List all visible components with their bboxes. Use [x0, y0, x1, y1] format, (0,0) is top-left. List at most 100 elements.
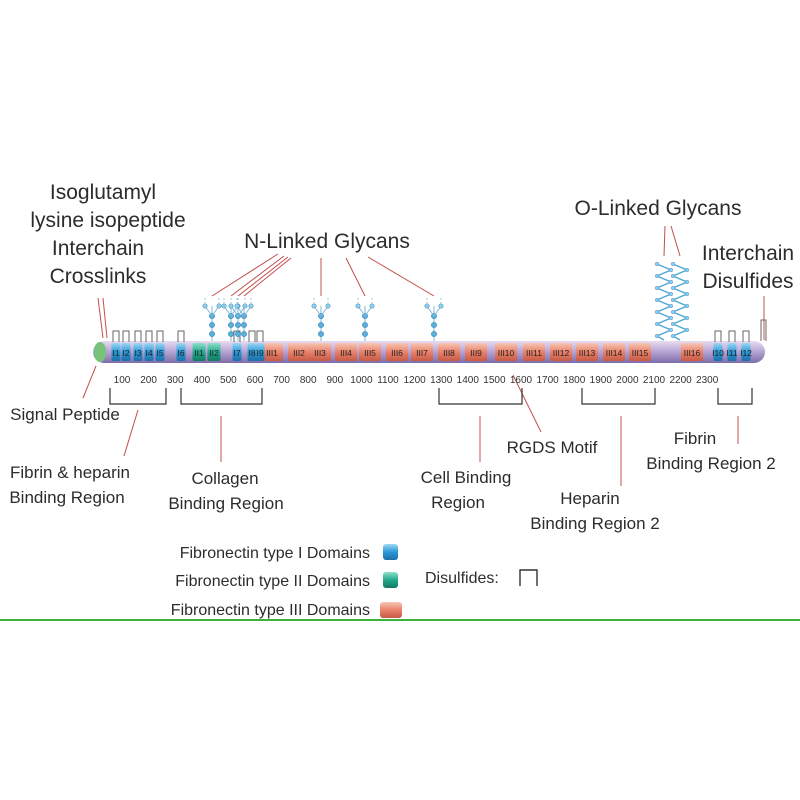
n-glycan: [424, 298, 444, 341]
o-glycan-chain: [655, 262, 674, 341]
domain-i7: [232, 343, 242, 361]
disulfide-loop: [233, 330, 241, 342]
domain-label-iii8: III8: [443, 348, 455, 358]
region-brackets: [109, 388, 753, 405]
domain-i10: [713, 343, 723, 361]
heparin2-label-line1: Heparin: [560, 489, 620, 508]
glycan-layer: [202, 262, 690, 341]
scale-tick-2300: 2300: [696, 375, 719, 386]
domain-iii13: [576, 343, 598, 361]
domain-iii16: [681, 343, 703, 361]
fibrin-heparin-label-line1: Fibrin & heparin: [10, 463, 130, 482]
fibrin2-label-line1: Fibrin: [674, 429, 717, 448]
domain-iii1: [261, 343, 283, 361]
disulfide-loop: [248, 330, 256, 342]
domain-label-iii15: III15: [632, 348, 649, 358]
domain-i4: [144, 343, 154, 361]
scale-tick-1800: 1800: [563, 375, 586, 386]
disulfide-loop: [122, 330, 130, 342]
n-glycan: [228, 298, 248, 341]
scale-tick-1100: 1100: [377, 375, 399, 386]
cell-binding-label-line2: Region: [431, 493, 485, 512]
scale-tick-900: 900: [326, 375, 343, 386]
disulfide-loop: [112, 330, 120, 342]
legend-disulfides-label: Disulfides:: [425, 570, 499, 587]
domain-iii3: [309, 343, 331, 361]
domain-label-iii3: III3: [314, 348, 326, 358]
scale-tick-1700: 1700: [536, 375, 559, 386]
disulfide-loop: [714, 330, 722, 342]
domain-label-ii1: II1: [194, 348, 204, 358]
disulfide-loop: [145, 330, 153, 342]
domain-iii11: [523, 343, 545, 361]
domain-label-iii10: III10: [498, 348, 515, 358]
scale-tick-1400: 1400: [457, 375, 480, 386]
isopeptide-label-line1: Isoglutamyl: [50, 181, 156, 204]
collagen-label-line1: Collagen: [191, 469, 258, 488]
domain-iii5: [359, 343, 381, 361]
disulfide-loop: [134, 330, 142, 342]
scale-tick-1600: 1600: [510, 375, 533, 386]
domain-i9: [255, 343, 265, 361]
domain-iii15: [629, 343, 651, 361]
domain-label-iii2: III2: [293, 348, 305, 358]
domain-label-iii16: III16: [684, 348, 701, 358]
domain-label-iii11: III11: [526, 348, 542, 358]
interchain-disulfide: [760, 319, 767, 341]
fibrin2-label-line2: Binding Region 2: [646, 454, 775, 473]
o-glycan-chain: [671, 262, 690, 341]
disulfide-loop: [156, 330, 164, 342]
domain-label-i9: I9: [256, 348, 263, 358]
domain-label-i2: I2: [122, 348, 129, 358]
domain-i8: [247, 343, 257, 361]
legend-type3-swatch: [380, 602, 402, 618]
domain-iii10: [495, 343, 517, 361]
scale-tick-200: 200: [140, 375, 157, 386]
n-glycan: [202, 298, 222, 341]
domain-label-i7: I7: [233, 348, 240, 358]
legend-type3-label: Fibronectin type III Domains: [171, 602, 370, 619]
domain-label-i8: I8: [248, 348, 255, 358]
scale-tick-2100: 2100: [643, 375, 666, 386]
disulfide-layer: [112, 319, 767, 342]
domain-label-ii2: II2: [209, 348, 219, 358]
domain-label-i12: I12: [740, 348, 752, 358]
disulfide-loop: [742, 330, 750, 342]
domain-layer: [111, 343, 751, 361]
domain-label-iii12: III12: [553, 348, 570, 358]
domain-ii1: [192, 343, 206, 361]
collagen-label-line2: Binding Region: [168, 494, 283, 513]
heparin2-label-line2: Binding Region 2: [530, 514, 659, 533]
scale-tick-600: 600: [247, 375, 264, 386]
scale-tick-2000: 2000: [616, 375, 639, 386]
n-glycan: [311, 298, 331, 341]
isopeptide-label-line4: Crosslinks: [50, 265, 147, 288]
domain-i5: [155, 343, 165, 361]
domain-label-i6: I6: [177, 348, 184, 358]
n-glycan: [234, 298, 254, 341]
domain-label-i11: I11: [726, 348, 737, 358]
scale-tick-500: 500: [220, 375, 237, 386]
scale-tick-1200: 1200: [403, 375, 426, 386]
domain-iii8: [438, 343, 460, 361]
domain-label-iii1: III1: [266, 348, 278, 358]
domain-iii2: [288, 343, 310, 361]
leader-lines: [82, 225, 765, 486]
isopeptide-label-line3: Interchain: [52, 237, 144, 260]
scale-tick-1900: 1900: [590, 375, 613, 386]
scale-tick-1300: 1300: [430, 375, 453, 386]
domain-iii4: [335, 343, 357, 361]
fibrin-heparin-label-line2: Binding Region: [9, 488, 124, 507]
domain-iii14: [603, 343, 625, 361]
disulfide-loop: [256, 330, 264, 342]
scale-tick-300: 300: [167, 375, 184, 386]
cell-binding-label-line1: Cell Binding: [421, 468, 512, 487]
legend-type2-swatch: [383, 572, 398, 588]
domain-label-iii14: III14: [606, 348, 623, 358]
scale-tick-400: 400: [193, 375, 210, 386]
domain-iii7: [411, 343, 433, 361]
signal-peptide-label: Signal Peptide: [10, 405, 120, 424]
rgds-motif-label: RGDS Motif: [507, 438, 598, 457]
domain-i1: [111, 343, 121, 361]
